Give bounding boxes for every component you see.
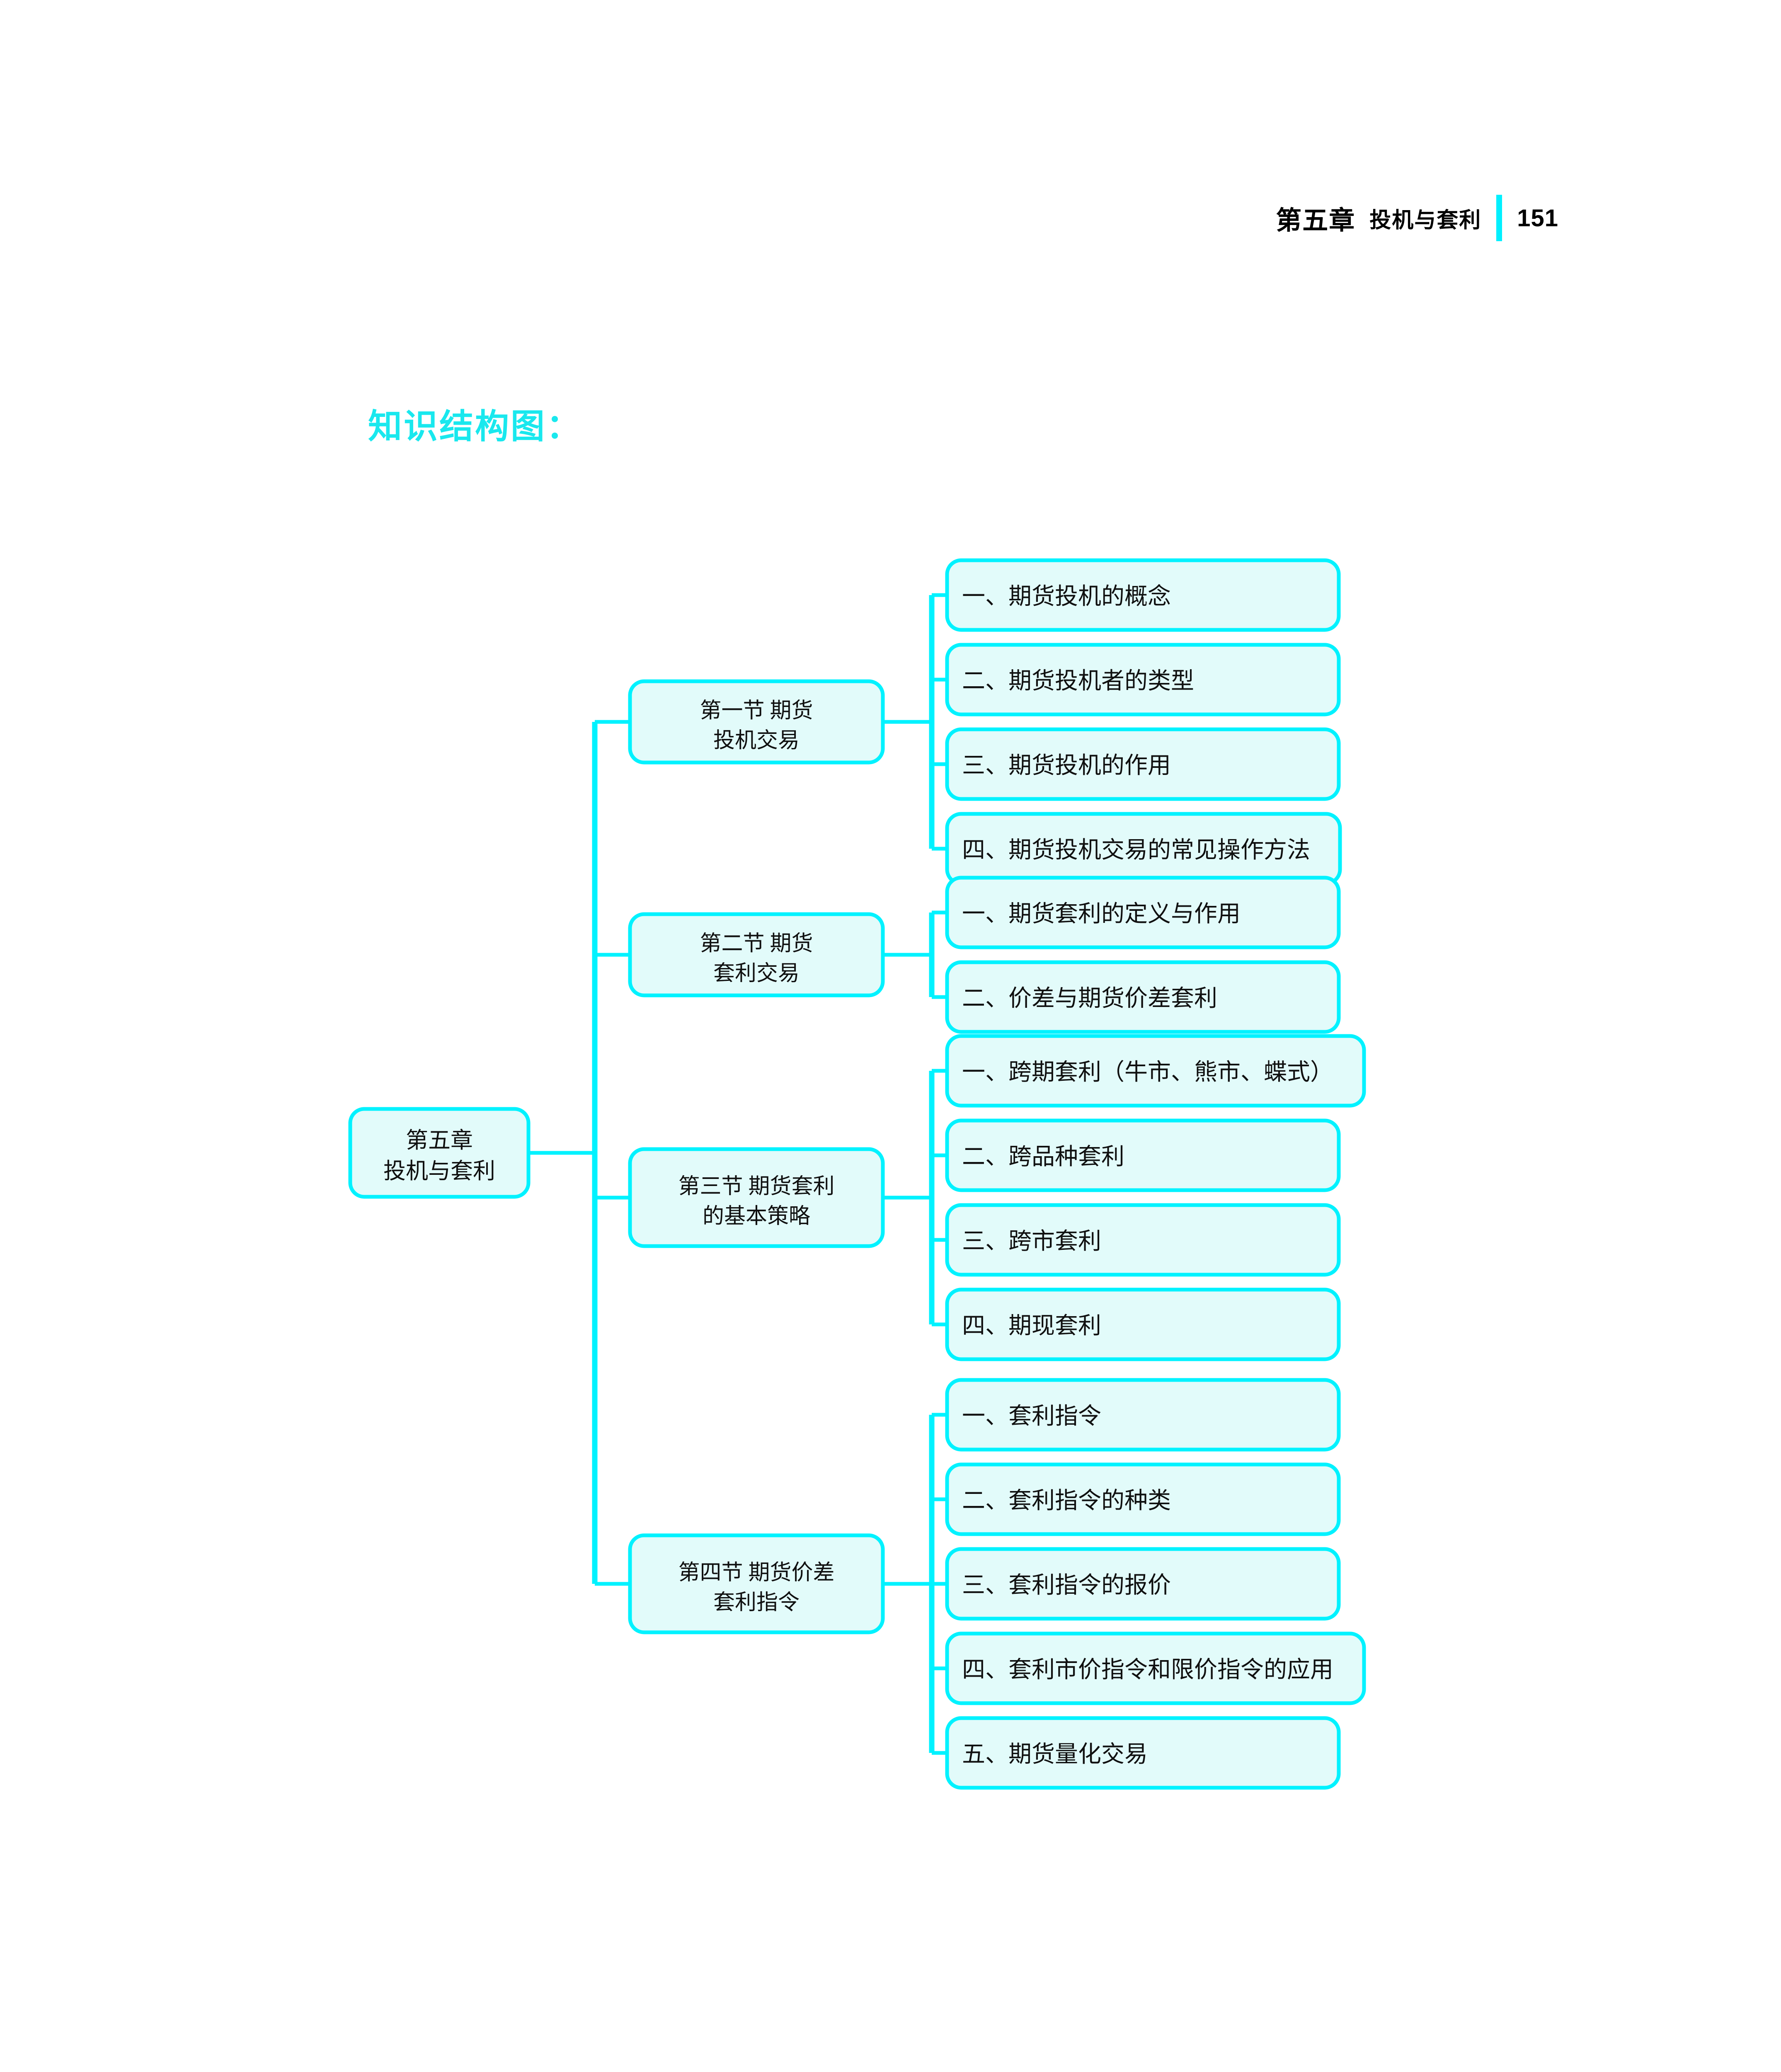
mindmap-leaf-node-4-1[interactable]: 一、套利指令 bbox=[945, 1378, 1341, 1452]
section-2-line1: 第二节 期货 bbox=[700, 932, 813, 956]
root-node-box bbox=[348, 1107, 531, 1199]
section-4-line1: 第四节 期货价差 bbox=[678, 1561, 834, 1585]
leaf-3-1-box bbox=[945, 1034, 1366, 1108]
leaf-4-1-label: 一、套利指令 bbox=[962, 1404, 1101, 1429]
section-3-line1: 第三节 期货套利 bbox=[678, 1175, 834, 1198]
mindmap-leaf-node-1-3[interactable]: 三、期货投机的作用 bbox=[945, 727, 1341, 801]
leaf-2-2-box bbox=[945, 960, 1341, 1034]
leaf-1-3-box bbox=[945, 727, 1341, 801]
mindmap-leaf-node-4-3[interactable]: 三、套利指令的报价 bbox=[945, 1547, 1341, 1621]
leaf-3-3-box bbox=[945, 1203, 1341, 1277]
root-node-line2: 投机与套利 bbox=[383, 1159, 495, 1184]
mindmap-leaf-node-4-2[interactable]: 二、套利指令的种类 bbox=[945, 1462, 1341, 1536]
leaf-2-1-box bbox=[945, 876, 1341, 949]
leaf-1-2-box bbox=[945, 643, 1341, 716]
mindmap-leaf-node-4-5[interactable]: 五、期货量化交易 bbox=[945, 1716, 1341, 1790]
leaf-2-1-label: 一、期货套利的定义与作用 bbox=[962, 901, 1241, 927]
leaf-1-2-label: 二、期货投机者的类型 bbox=[962, 668, 1194, 694]
leaf-4-2-box bbox=[945, 1462, 1341, 1536]
leaf-1-1-box bbox=[945, 558, 1341, 632]
leaf-4-5-label: 五、期货量化交易 bbox=[962, 1742, 1148, 1767]
leaf-1-4-label: 四、期货投机交易的常见操作方法 bbox=[962, 838, 1310, 863]
leaf-3-4-box bbox=[945, 1288, 1341, 1361]
mindmap-leaf-node-1-1[interactable]: 一、期货投机的概念 bbox=[945, 558, 1341, 632]
mindmap-leaf-node-3-2[interactable]: 二、跨品种套利 bbox=[945, 1118, 1341, 1192]
leaf-1-3-label: 三、期货投机的作用 bbox=[962, 753, 1171, 779]
section-1-line1: 第一节 期货 bbox=[700, 699, 813, 723]
page-title: 知识结构图： bbox=[368, 408, 582, 445]
leaf-3-4-label: 四、期现套利 bbox=[962, 1313, 1101, 1339]
leaf-4-3-box bbox=[945, 1547, 1341, 1621]
mindmap-leaf-node-1-2[interactable]: 二、期货投机者的类型 bbox=[945, 643, 1341, 716]
mindmap-leaf-node-1-4[interactable]: 四、期货投机交易的常见操作方法 bbox=[945, 812, 1342, 886]
section-4-line2: 套利指令 bbox=[713, 1591, 800, 1615]
leaf-4-5-box bbox=[945, 1716, 1341, 1790]
section-1-line2: 投机交易 bbox=[713, 729, 800, 753]
leaf-4-1-box bbox=[945, 1378, 1341, 1452]
mindmap-leaf-node-2-2[interactable]: 二、价差与期货价差套利 bbox=[945, 960, 1341, 1034]
page-number: 151 bbox=[1517, 204, 1558, 232]
leaf-3-1-label: 一、跨期套利（牛市、熊市、蝶式） bbox=[962, 1060, 1333, 1085]
leaf-3-3-label: 三、跨市套利 bbox=[962, 1229, 1101, 1254]
section-3-box bbox=[628, 1147, 885, 1248]
mindmap-section-node-1[interactable]: 第一节 期货投机交易 bbox=[628, 679, 885, 765]
page-header: 第五章 投机与套利 151 bbox=[0, 195, 1558, 241]
mindmap-leaf-node-2-1[interactable]: 一、期货套利的定义与作用 bbox=[945, 876, 1341, 949]
section-4-box bbox=[628, 1533, 885, 1634]
mindmap-leaf-node-3-1[interactable]: 一、跨期套利（牛市、熊市、蝶式） bbox=[945, 1034, 1366, 1108]
section-3-line2: 的基本策略 bbox=[703, 1205, 810, 1228]
leaf-4-4-label: 四、套利市价指令和限价指令的应用 bbox=[962, 1657, 1333, 1683]
mindmap-leaf-node-4-4[interactable]: 四、套利市价指令和限价指令的应用 bbox=[945, 1631, 1366, 1705]
leaf-3-2-box bbox=[945, 1118, 1341, 1192]
header-divider-rule bbox=[1496, 195, 1502, 241]
section-2-box bbox=[628, 912, 885, 997]
mindmap-leaf-node-3-3[interactable]: 三、跨市套利 bbox=[945, 1203, 1341, 1277]
section-1-box bbox=[628, 679, 885, 765]
mindmap-leaf-node-3-4[interactable]: 四、期现套利 bbox=[945, 1288, 1341, 1361]
header-chapter-label: 第五章 bbox=[1276, 206, 1356, 235]
leaf-4-3-label: 三、套利指令的报价 bbox=[962, 1573, 1171, 1598]
leaf-3-2-label: 二、跨品种套利 bbox=[962, 1144, 1124, 1170]
leaf-2-2-label: 二、价差与期货价差套利 bbox=[962, 986, 1217, 1012]
leaf-4-2-label: 二、套利指令的种类 bbox=[962, 1488, 1171, 1514]
leaf-4-4-box bbox=[945, 1631, 1366, 1705]
header-chapter-title: 投机与套利 bbox=[1369, 208, 1482, 232]
section-2-line2: 套利交易 bbox=[713, 962, 800, 985]
root-node-line1: 第五章 bbox=[406, 1128, 473, 1153]
leaf-1-1-label: 一、期货投机的概念 bbox=[962, 584, 1171, 610]
